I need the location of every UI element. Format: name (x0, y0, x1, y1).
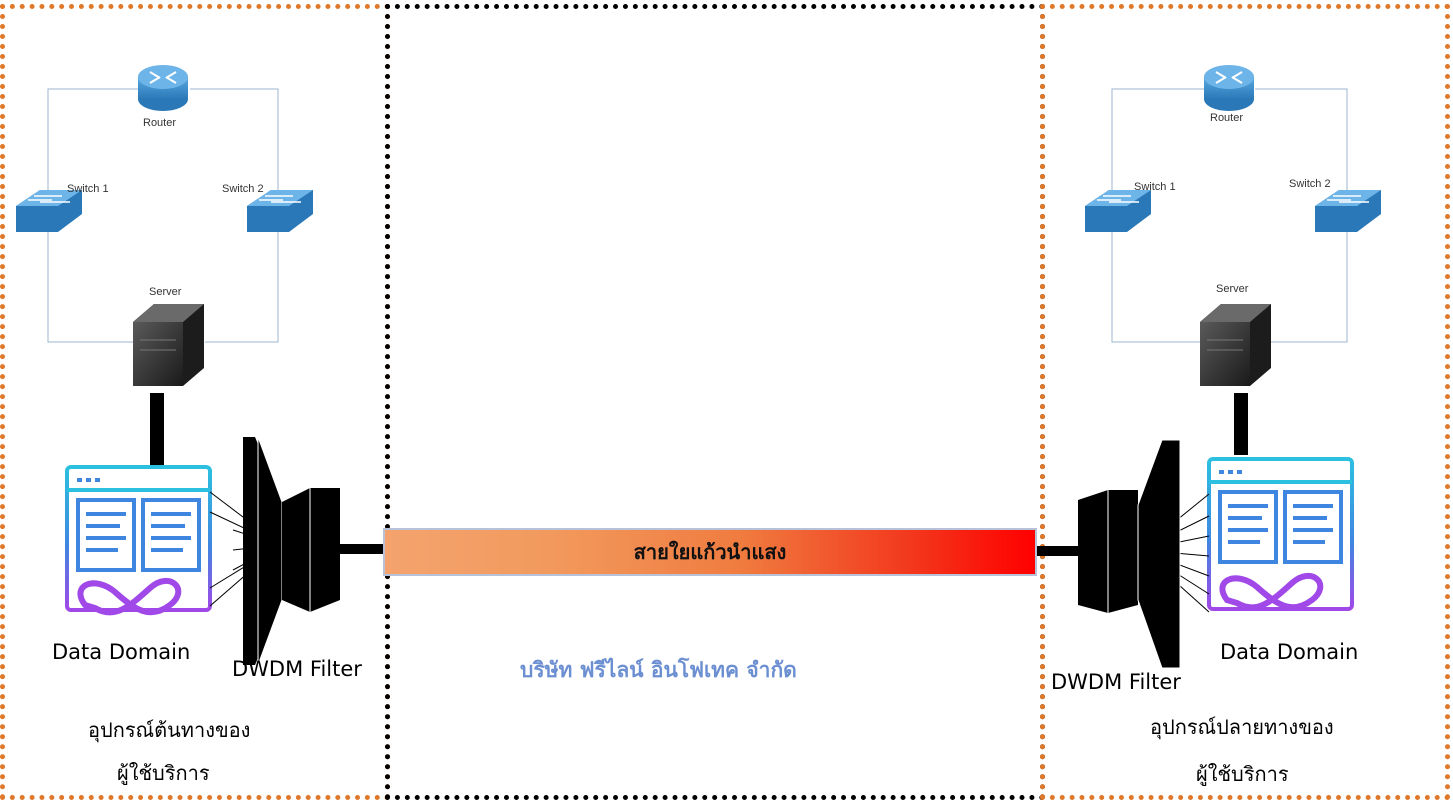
left-data-domain-icon (65, 465, 212, 616)
right-router-icon (1204, 65, 1254, 111)
company-name: บริษัท ฟรีไลน์ อินโฟเทค จำกัด (520, 658, 797, 682)
right-data-domain-label: Data Domain (1220, 640, 1359, 664)
right-data-domain-icon (1207, 457, 1354, 611)
right-fiber-link (1037, 546, 1079, 556)
left-server-link (150, 393, 164, 465)
left-switch-1-label: Switch 1 (67, 183, 109, 195)
right-dwdm-label: DWDM Filter (1051, 670, 1181, 694)
left-router-label: Router (143, 117, 177, 129)
right-router-label: Router (1210, 112, 1244, 124)
right-switch-1-label: Switch 1 (1134, 181, 1176, 193)
right-switch-2-icon (1315, 190, 1381, 232)
right-server-link (1234, 393, 1248, 455)
left-caption-line-1: อุปกรณ์ต้นทางของ (88, 718, 251, 742)
left-server-label: Server (149, 286, 182, 298)
right-caption-line-1: อุปกรณ์ปลายทางของ (1150, 715, 1334, 739)
fiber-optic-cable: สายใยแก้วนำแสง (383, 528, 1037, 576)
right-server-label: Server (1216, 283, 1249, 295)
left-server-icon (133, 304, 204, 386)
left-switch-1-icon (16, 190, 82, 232)
right-caption-line-2: ผู้ใช้บริการ (1196, 762, 1289, 786)
right-switch-2-label: Switch 2 (1289, 178, 1331, 190)
left-data-domain-label: Data Domain (52, 640, 191, 664)
right-dwdm-filter-icon (1078, 439, 1181, 669)
left-dwdm-label: DWDM Filter (232, 657, 362, 681)
left-dwdm-filter-icon (243, 436, 340, 666)
left-caption-line-2: ผู้ใช้บริการ (117, 761, 210, 785)
left-switch-2-label: Switch 2 (222, 183, 264, 195)
left-router-icon (138, 65, 188, 111)
right-site-region (1040, 4, 1450, 800)
right-switch-1-icon (1085, 190, 1151, 232)
left-fiber-link (340, 544, 385, 554)
right-server-icon (1200, 304, 1271, 386)
fiber-label: สายใยแก้วนำแสง (633, 540, 787, 564)
left-switch-2-icon (247, 190, 313, 232)
